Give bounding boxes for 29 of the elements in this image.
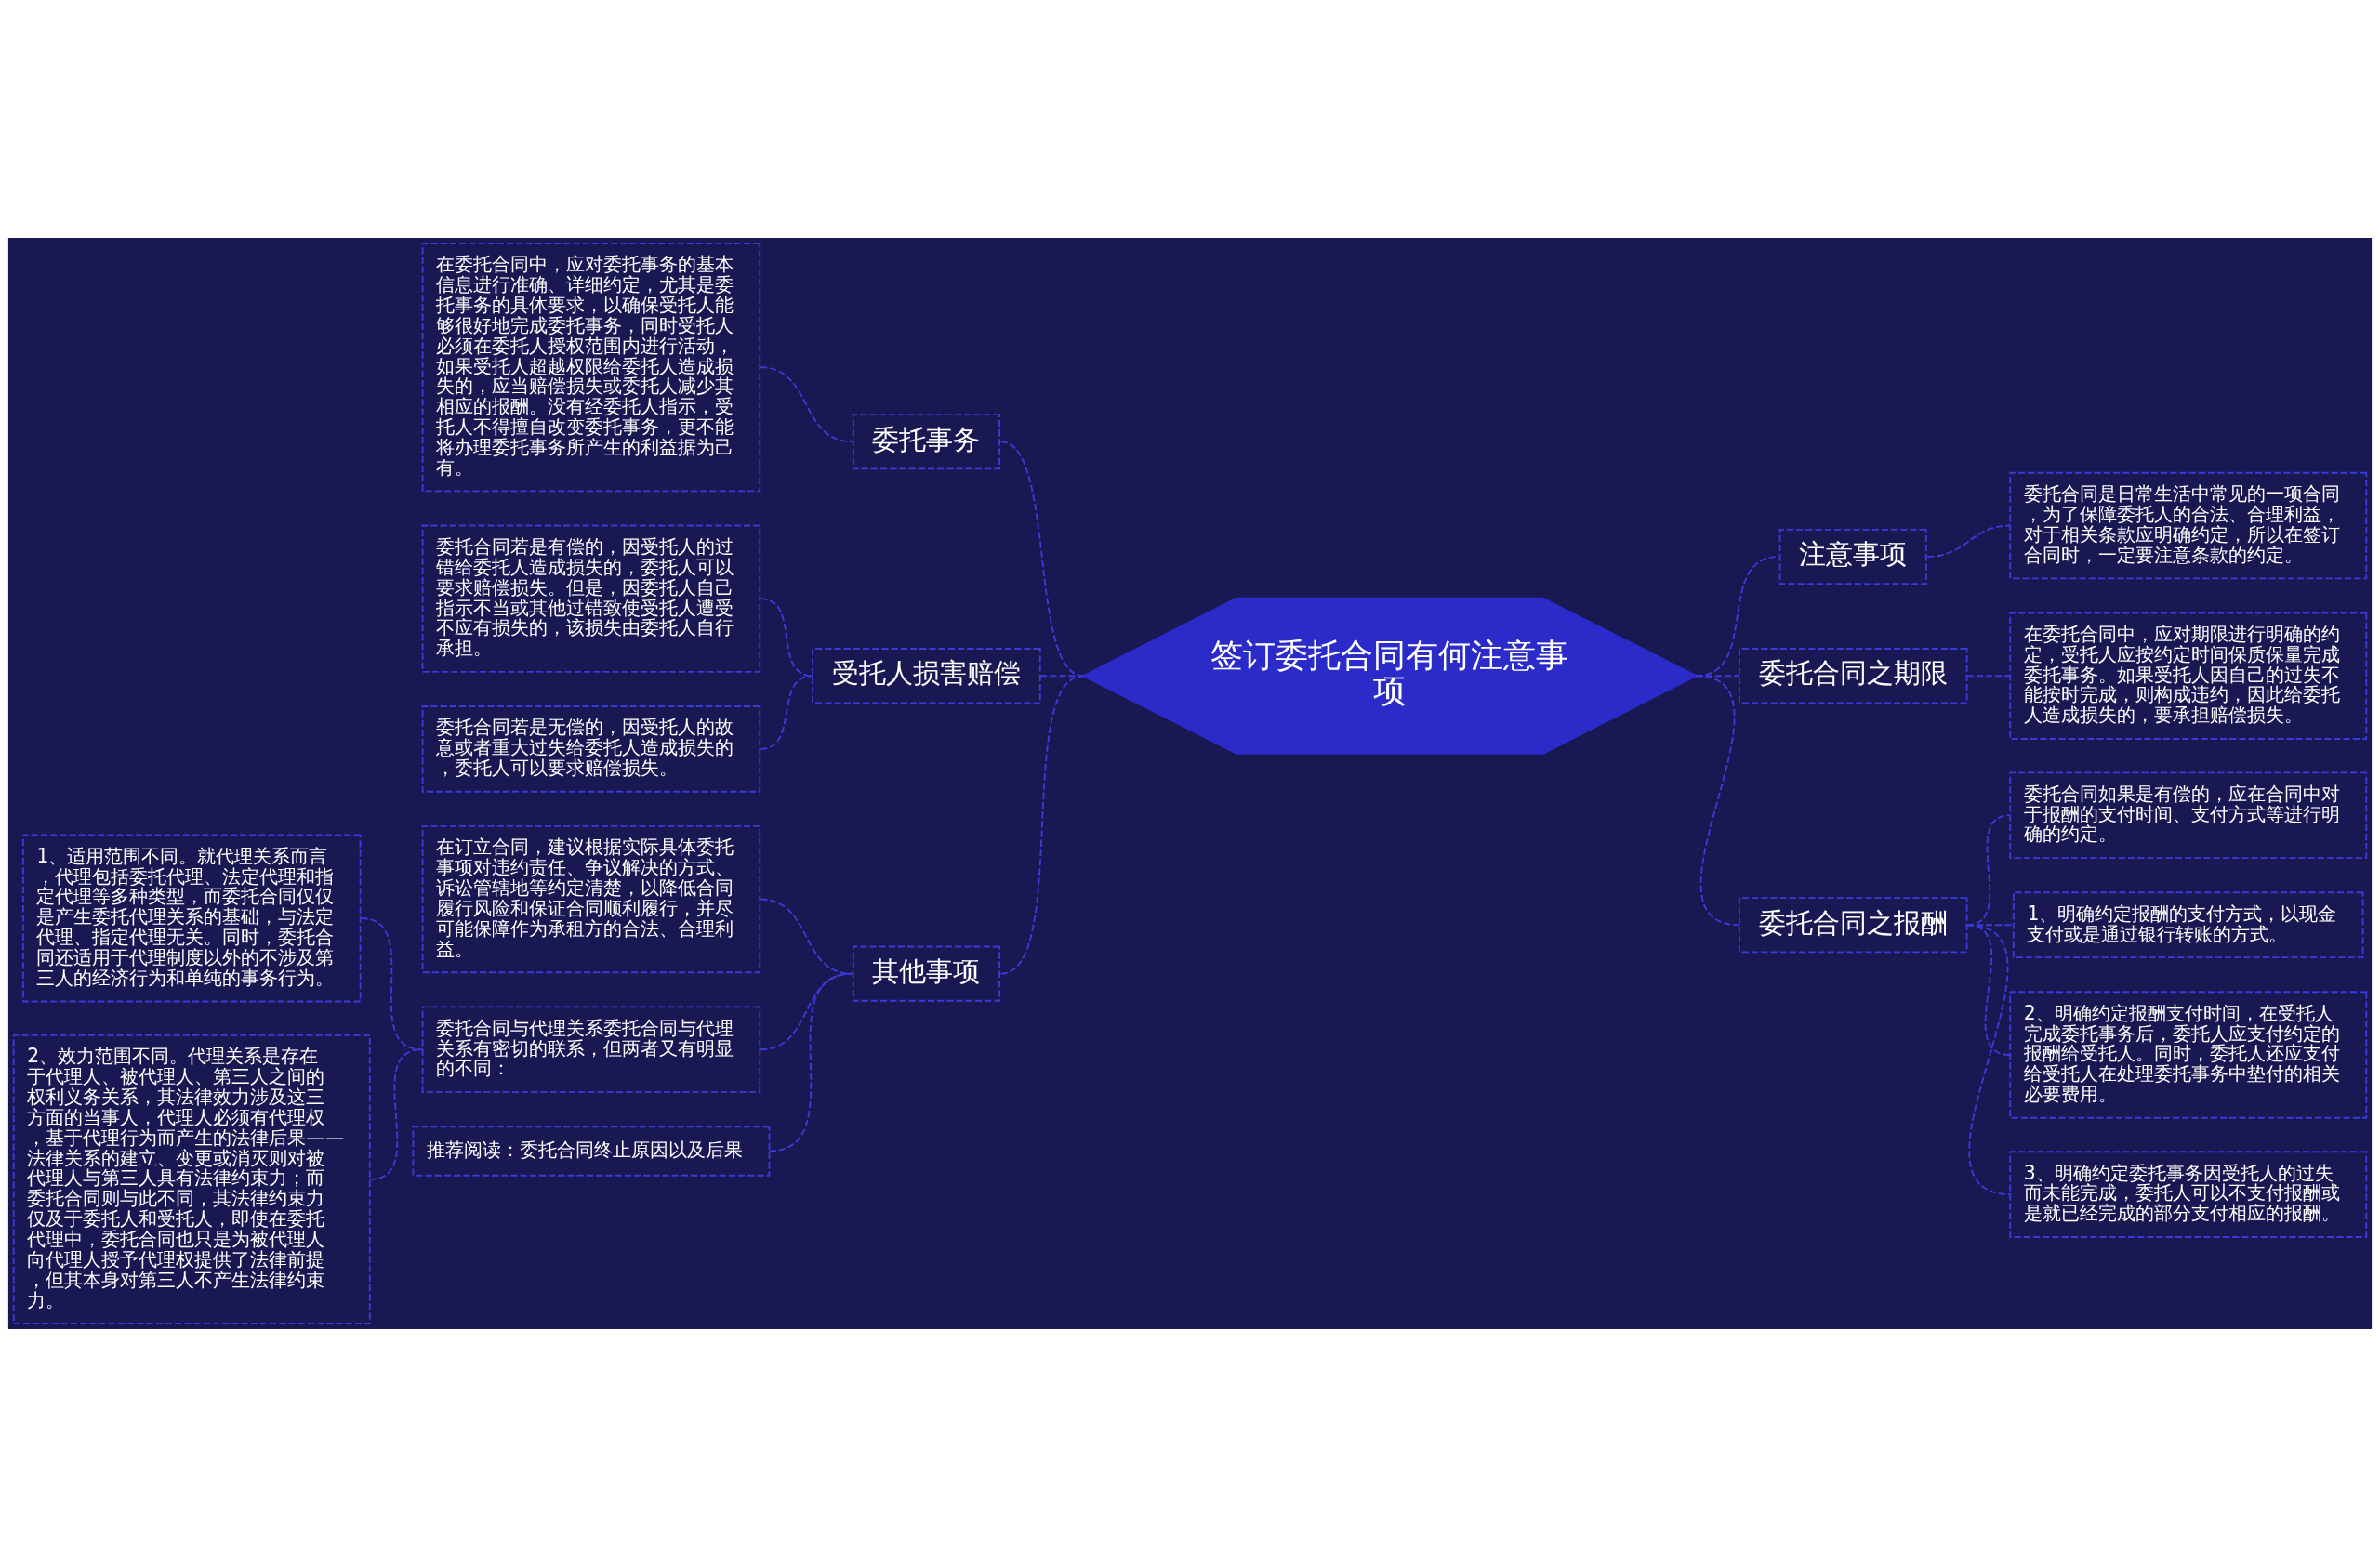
node-box: 在委托合同中，应对委托事务的基本信息进行准确、详细约定，尤其是委托事务的具体要求，以确保受托人能够很好地完成委托事务，同时受托人必须在委托人授权范围内进行活动，如果受托人超越权限给委托人造成损失的，应当赔偿损失或委托人减少其相应的报酬。没有经委托人指示，受托人不得擅自改变委托事务，更不能将办理委托事务所产生的利益据为己有。	[421, 242, 761, 493]
node-box: 2、明确约定报酬支付时间，在受托人完成委托事务后，委托人应支付约定的报酬给受托人。同时，委托人还应支付给受托人在处理委托事务中垫付的相关必要费用。	[2009, 991, 2368, 1119]
node-box: 委托合同如果是有偿的，应在合同中对于报酬的支付时间、支付方式等进行明确的约定。	[2009, 771, 2368, 860]
connector	[999, 675, 1085, 975]
connector	[768, 972, 853, 1152]
connector	[360, 917, 423, 1051]
node-box: 推荐阅读：委托合同终止原因以及后果	[412, 1126, 771, 1177]
node-box: 3、明确约定委托事务因受托人的过失而未能完成，委托人可以不支付报酬或是就已经完成的部分支付相应的报酬。	[2009, 1151, 2368, 1238]
node-box: 1、适用范围不同。就代理关系而言，代理包括委托代理、法定代理和指定代理等多种类型，而委托合同仅仅是产生委托代理关系的基础，与法定代理、指定代理无关。同时，委托合同还适用于代理制度以外的不涉及第三人的经济行为和单纯的事务行为。	[21, 834, 362, 1003]
node-box: 委托事务	[852, 414, 1001, 470]
node-box: 委托合同是日常生活中常见的一项合同，为了保障委托人的合法、合理利益，对于相关条款应明确约定，所以在签订合同时，一定要注意条款的约定。	[2009, 471, 2368, 580]
node-box: 受托人损害赔偿	[812, 648, 1041, 704]
node-box: 委托合同与代理关系委托合同与代理关系有密切的联系，但两者又有明显的不同：	[421, 1006, 761, 1094]
node-box: 委托合同之报酬	[1738, 897, 1968, 954]
node-box: 在订立合同，建议根据实际具体委托事项对违约责任、争议解决的方式、诉讼管辖地等约定清楚，以降低合同履行风险和保证合同顺利履行，并尽可能保障作为承租方的合法、合理利益。	[421, 824, 761, 974]
connector	[1695, 675, 1740, 927]
node-box: 委托合同若是无偿的，因受托人的故意或者重大过失给委托人造成损失的，委托人可以要求赔偿损失。	[421, 705, 761, 793]
connector	[1926, 524, 2012, 558]
connector	[1965, 675, 2012, 678]
node-box: 2、效力范围不同。代理关系是存在于代理人、被代理人、第三人之间的权利义务关系，其法律效力涉及这三方面的当事人，代理人必须有代理权，基于代理行为而产生的法律后果——法律关系的建立、变更或消灭则对被代理人与第三人具有法律约束力；而委托合同则与此不同，其法律约束力仅及于委托人和受托人，即使在委托代理中，委托合同也只是为被代理人向代理人授予代理权提供了法律前提，但其本身对第三人不产生法律约束力。	[12, 1034, 371, 1325]
node-box: 委托合同若是有偿的，因受托人的过错给委托人造成损失的，委托人可以要求赔偿损失。但是，因委托人自己指示不当或其他过错致使受托人遭受不应有损失的，该损失由委托人自行承担。	[421, 524, 761, 673]
node-box: 1、明确约定报酬的支付方式，以现金支付或是通过银行转账的方式。	[2012, 891, 2364, 959]
node-box: 在委托合同中，应对期限进行明确的约定，受托人应按约定时间保质保量完成委托事务。如果受托人因自己的过失不能按时完成，则构成违约，因此给委托人造成损失的，要承担赔偿损失。	[2009, 612, 2368, 740]
connector	[1965, 924, 2012, 1195]
node-box: 其他事项	[852, 945, 1001, 1002]
node-box: 注意事项	[1778, 528, 1927, 586]
connector	[760, 675, 814, 750]
connector	[760, 366, 853, 443]
node-box: 委托合同之期限	[1738, 648, 1968, 704]
